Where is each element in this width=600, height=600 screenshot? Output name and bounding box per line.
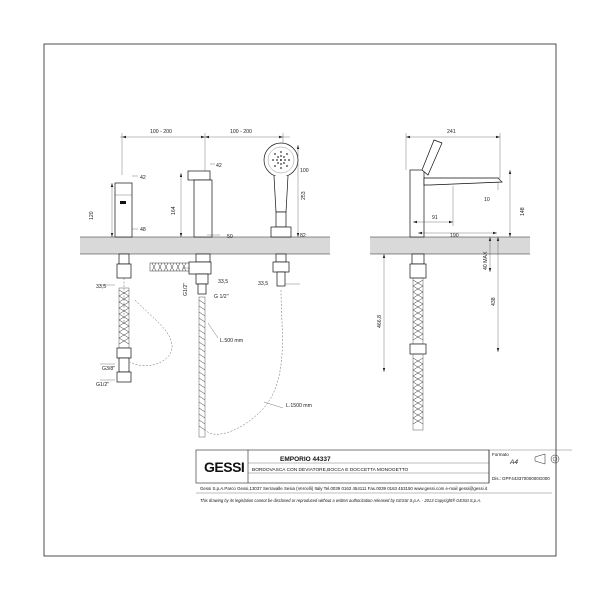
format-value: A4 <box>509 459 518 466</box>
dim-diameter-100: 100 <box>300 168 309 174</box>
diverter-valve <box>110 175 138 238</box>
dim-hose-1500: L.1500 mm <box>286 403 312 409</box>
product-description: BORDOVASCA CON DEVIATORE,BOCCA E DOCCETT… <box>252 467 409 473</box>
dim-thread-g12: G 1/2" <box>214 294 229 300</box>
company-address: Gessi S.p.A.Parco Gessi,13037 Serravalle… <box>200 486 488 491</box>
drawing-number-label: Dis.: <box>492 476 501 481</box>
dim-spacing-right: 100 - 200 <box>230 129 252 135</box>
dim-diameter-42-a: 42 <box>140 175 146 181</box>
dim-height-120: 120 <box>89 211 95 220</box>
product-name: EMPORIO 44337 <box>280 456 331 463</box>
dim-thread-33-5-b: 33,5 <box>218 279 228 285</box>
under-deck-left <box>100 253 132 383</box>
hand-shower <box>263 142 300 238</box>
dim-spacing-left: 100 - 200 <box>150 129 172 135</box>
title-block <box>195 449 572 494</box>
side-view-mixer <box>405 133 512 238</box>
dim-thread-g12-bottom: G1/2" <box>96 382 109 388</box>
dim-offset-91: 91 <box>432 215 438 221</box>
dim-thread-33-5-c: 33,5 <box>258 281 268 287</box>
dim-height-438: 438 <box>491 297 497 306</box>
spout <box>179 163 220 238</box>
dim-thread-g38: G3/8" <box>102 366 115 372</box>
copyright-notice: This drawing by its legislation cannot b… <box>200 498 481 503</box>
dim-height-466-8: 466,8 <box>377 315 383 328</box>
dim-height-40-max: 40 MAX <box>483 251 489 270</box>
brand-logo: GESSI <box>204 459 244 475</box>
dim-diameter-48: 48 <box>140 227 146 233</box>
dim-height-148: 148 <box>520 207 526 216</box>
dim-height-253: 253 <box>301 191 307 200</box>
drawing-number: GPF44337000000G000 <box>502 476 550 481</box>
under-deck-spout <box>182 253 219 438</box>
dim-diameter-50: 50 <box>227 234 233 240</box>
dim-diameter-42-b: 42 <box>216 163 222 169</box>
dim-diameter-82: 82 <box>300 233 306 239</box>
dim-thread-33-5-a: 33,5 <box>96 284 106 290</box>
dim-hose-500: L.500 mm <box>220 338 243 344</box>
dim-offset-10: 10 <box>484 197 490 203</box>
under-deck-shower <box>129 253 300 435</box>
dim-height-164: 164 <box>171 206 177 215</box>
dim-width-241: 241 <box>447 129 456 135</box>
drawing-frame <box>43 43 557 557</box>
dim-thread-g12-vertical: G1/2" <box>183 283 189 296</box>
side-view-under-deck <box>382 237 500 431</box>
format-label: Formato <box>492 452 509 457</box>
dim-width-190: 190 <box>450 233 459 239</box>
